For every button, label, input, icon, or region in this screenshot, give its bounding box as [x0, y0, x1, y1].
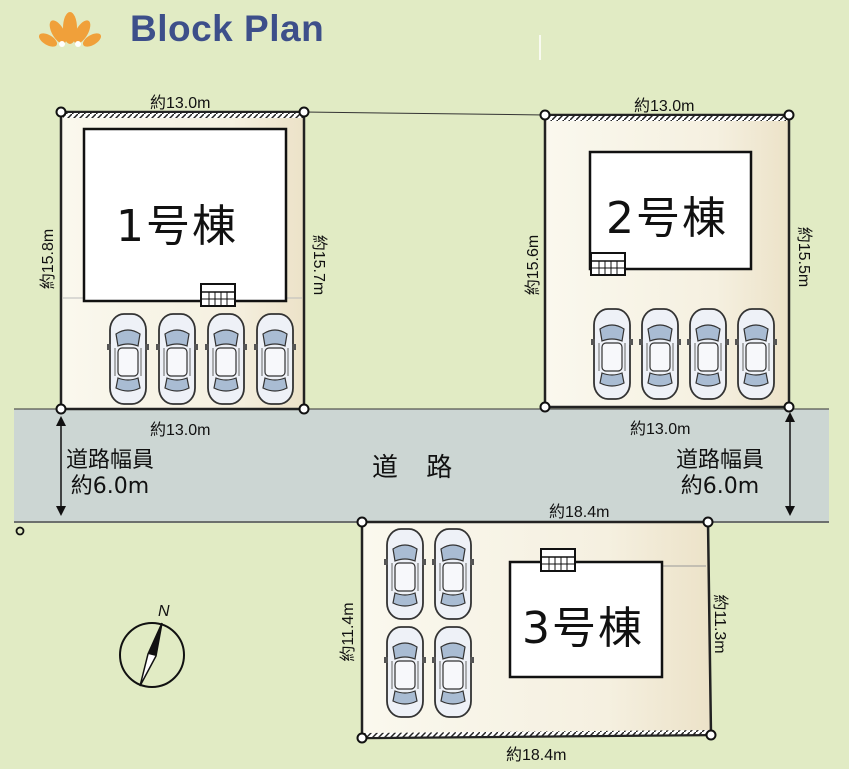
lotus-logo-icon: [38, 12, 102, 47]
car-icon: [638, 308, 682, 400]
lot-1-right-dimension: 約15.7m: [310, 234, 327, 296]
road-area: [14, 409, 829, 523]
lot-1-bottom-dimension: 約13.0m: [150, 422, 211, 439]
lot-3-top-dimension: 約18.4m: [549, 504, 610, 521]
building-1-label: 1号棟: [116, 201, 238, 252]
lot-2-right-dimension: 約15.5m: [795, 226, 812, 288]
lot-2-left-dimension: 約15.6m: [525, 234, 542, 296]
car-icon: [590, 308, 634, 400]
car-icon: [734, 308, 778, 400]
car-icon: [155, 313, 199, 405]
building-2-label: 2号棟: [606, 193, 728, 244]
car-icon: [383, 528, 427, 620]
car-icon: [106, 313, 150, 405]
lot-2-bottom-dimension: 約13.0m: [630, 421, 691, 438]
building-3: [508, 560, 664, 679]
road-width-arrow-left: [56, 416, 66, 516]
lot-2: [539, 109, 795, 413]
lot-1: [55, 106, 310, 415]
car-icon: [431, 528, 475, 620]
meter-icon: [540, 548, 576, 572]
lot-1-left-dimension: 約15.8m: [40, 228, 57, 290]
car-icon: [253, 313, 297, 405]
road-width-left-label: 道路幅員 約6.0m: [66, 448, 155, 499]
lot-3-bottom-dimension: 約18.4m: [506, 747, 567, 764]
lot-2-top-dimension: 約13.0m: [634, 98, 695, 115]
compass-north-label: N: [158, 603, 170, 620]
lot-3: [356, 516, 717, 744]
building-2: [588, 150, 753, 271]
road-width-arrow-right: [785, 412, 795, 516]
meter-icon: [200, 283, 236, 307]
road-width-right-label: 道路幅員 約6.0m: [676, 448, 765, 499]
car-icon: [431, 626, 475, 718]
lot-3-right-dimension: 約11.3m: [711, 594, 728, 654]
building-1: [82, 127, 288, 303]
lot-1-top-dimension: 約13.0m: [150, 95, 211, 112]
building-3-label: 3号棟: [522, 603, 644, 654]
meter-icon: [590, 252, 626, 276]
car-icon: [383, 626, 427, 718]
lot-3-left-dimension: 約11.4m: [340, 602, 357, 662]
compass-icon: [119, 622, 185, 688]
car-icon: [204, 313, 248, 405]
road-label: 道 路: [372, 453, 463, 483]
car-icon: [686, 308, 730, 400]
page-title: Block Plan: [130, 8, 325, 49]
